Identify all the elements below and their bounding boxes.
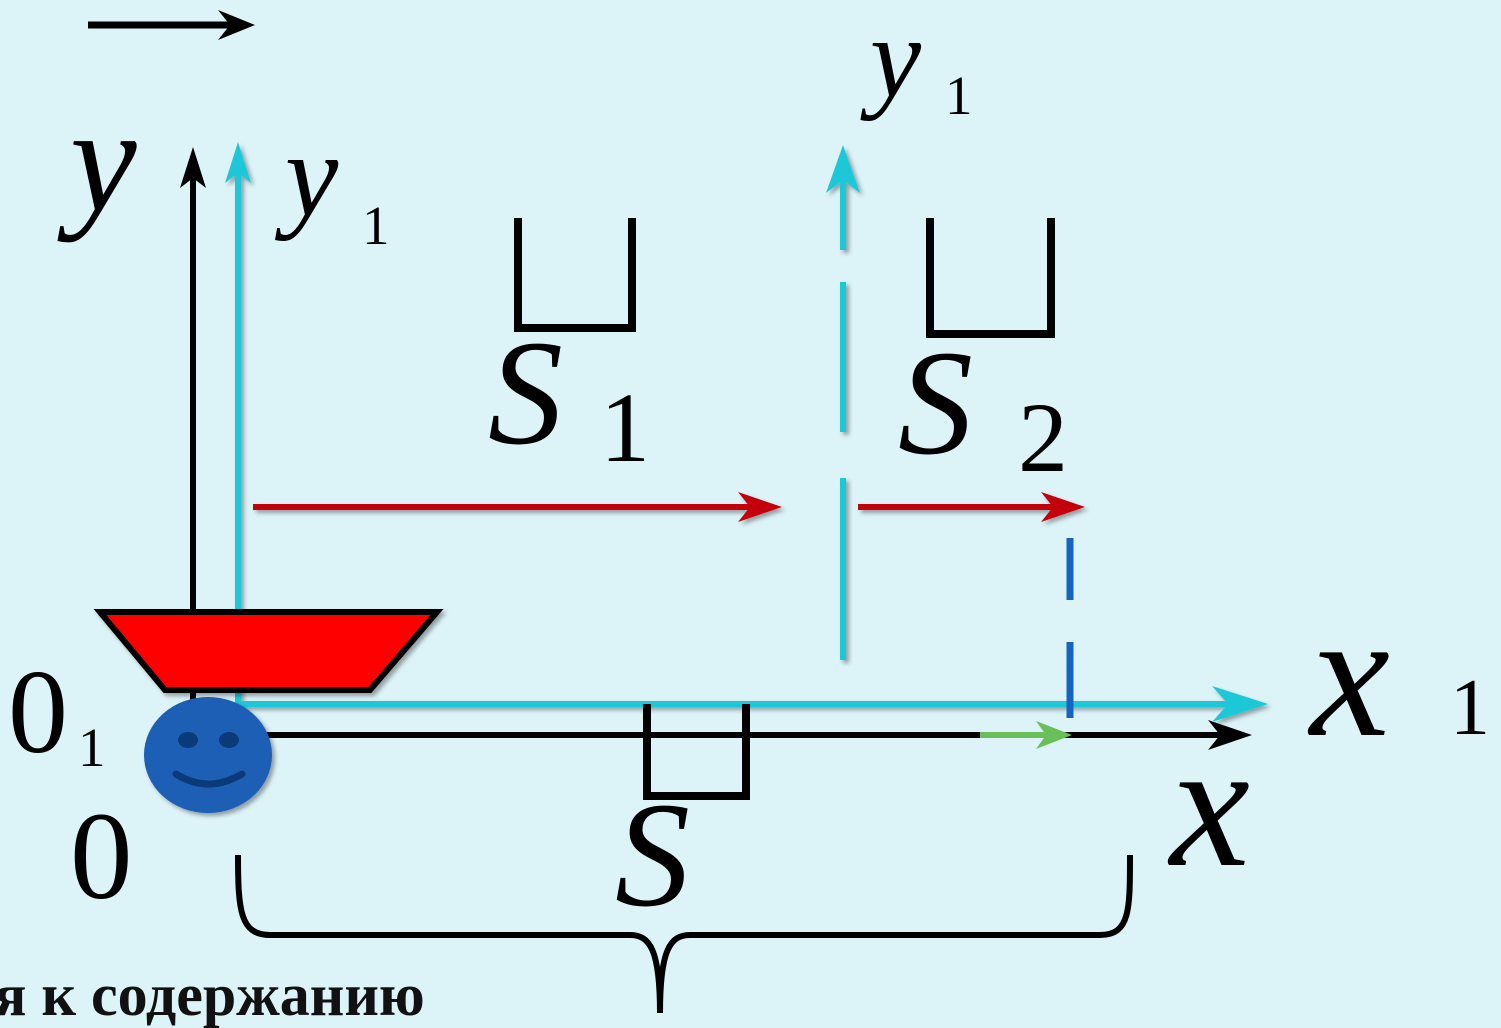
s2-vector-mark xyxy=(926,218,1055,338)
vector-arrow xyxy=(88,10,255,40)
x1-subscript: 1 xyxy=(1450,664,1490,752)
origin-o1-label: 0 xyxy=(8,645,68,778)
s2-subscript: 2 xyxy=(1018,382,1068,493)
x-axis-label: x xyxy=(1170,705,1250,904)
origin-o-label: 0 xyxy=(70,788,133,926)
s1-vector-mark xyxy=(514,218,636,332)
s1-subscript: 1 xyxy=(600,372,650,483)
y-axis-label: y xyxy=(70,77,137,243)
s-label: S xyxy=(615,772,690,938)
y1-top-subscript: 1 xyxy=(945,65,973,126)
x1-axis xyxy=(238,686,1268,722)
origin-o1-subscript: 1 xyxy=(78,717,106,778)
y1-left-subscript: 1 xyxy=(362,195,390,256)
s2-label: S xyxy=(898,320,973,486)
displacement-s2-arrow xyxy=(858,492,1085,522)
x1-axis-label: x xyxy=(1310,575,1390,774)
y1-left-label: y xyxy=(285,108,339,241)
curly-brace xyxy=(235,854,1133,1013)
y1-top-label: y xyxy=(870,0,922,121)
s1-label: S xyxy=(488,310,563,476)
y1-axis-moved xyxy=(826,145,860,660)
displacement-s1-arrow xyxy=(253,492,782,522)
green-arrow xyxy=(980,721,1072,749)
back-to-contents-link[interactable]: я к содержанию xyxy=(0,962,425,1028)
s-vector-mark xyxy=(643,704,750,800)
x-axis xyxy=(193,720,1252,750)
boat xyxy=(93,609,444,693)
smiley-face xyxy=(144,697,272,813)
